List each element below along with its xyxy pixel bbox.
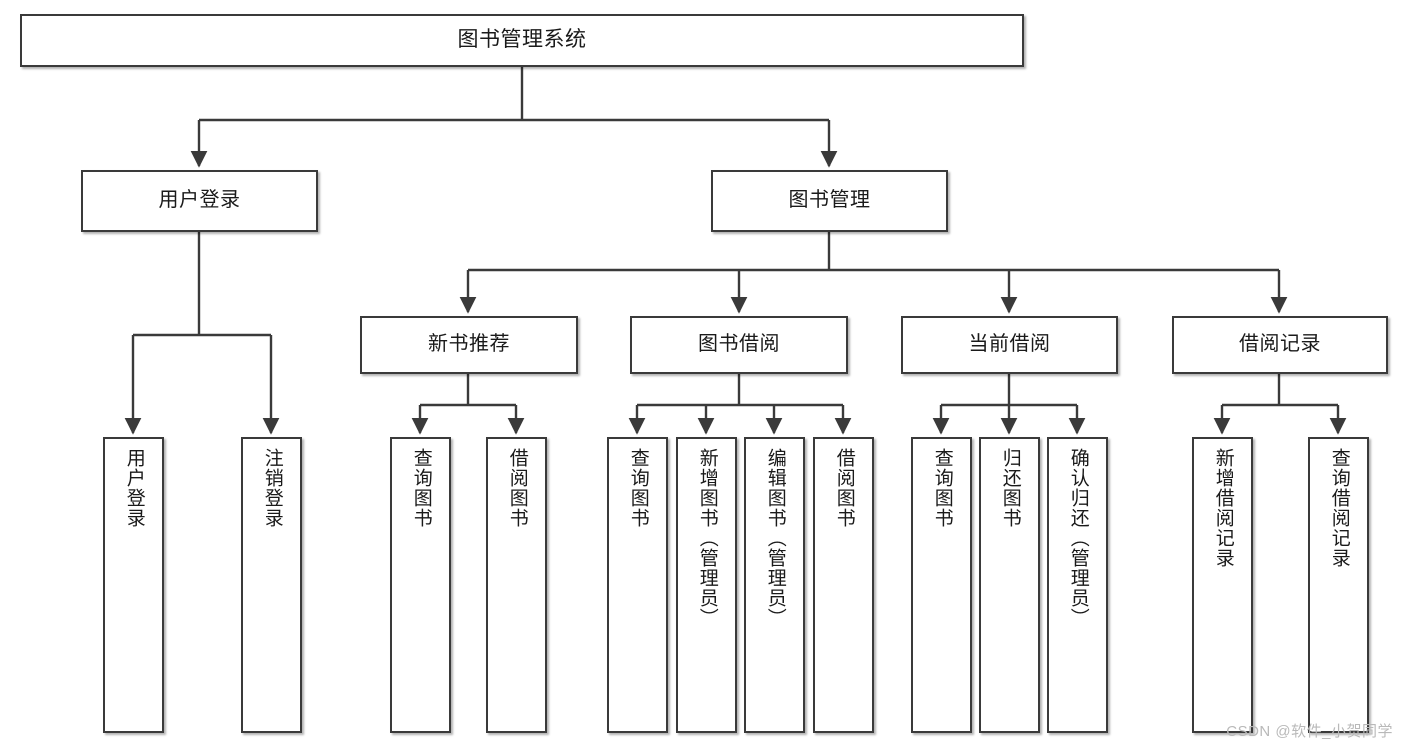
- leaf-edit-book-admin[interactable]: 编辑图书（管理员）: [744, 437, 805, 733]
- node-user-login[interactable]: 用户登录: [81, 170, 318, 232]
- node-label: 归还图书: [999, 448, 1021, 528]
- node-label: 借阅图书: [833, 448, 855, 528]
- csdn-watermark: CSDN @软件_小贺同学: [1226, 723, 1393, 740]
- node-label: 借阅图书: [506, 448, 528, 528]
- node-label: 用户登录: [123, 448, 145, 528]
- node-label: 查询图书: [931, 448, 953, 528]
- leaf-confirm-return-admin[interactable]: 确认归还（管理员）: [1047, 437, 1108, 733]
- node-label: 新书推荐: [428, 333, 510, 356]
- node-label: 借阅记录: [1239, 333, 1321, 356]
- leaf-query-borrow-record[interactable]: 查询借阅记录: [1308, 437, 1369, 733]
- node-label: 确认归还（管理员）: [1067, 448, 1089, 628]
- node-label: 注销登录: [261, 448, 283, 528]
- node-label: 图书管理系统: [457, 28, 587, 52]
- node-book-borrow[interactable]: 图书借阅: [630, 316, 848, 374]
- node-label: 当前借阅: [968, 333, 1051, 356]
- node-book-management[interactable]: 图书管理: [711, 170, 948, 232]
- node-label: 图书借阅: [698, 333, 780, 356]
- node-label: 新增图书（管理员）: [696, 448, 718, 628]
- leaf-user-login[interactable]: 用户登录: [103, 437, 164, 733]
- leaf-borrow-book[interactable]: 借阅图书: [813, 437, 874, 733]
- node-current-borrow[interactable]: 当前借阅: [901, 316, 1118, 374]
- node-label: 查询借阅记录: [1328, 448, 1350, 568]
- leaf-logout-login[interactable]: 注销登录: [241, 437, 302, 733]
- node-new-book-recommend[interactable]: 新书推荐: [360, 316, 578, 374]
- leaf-query-book-borrow[interactable]: 查询图书: [607, 437, 668, 733]
- leaf-borrow-book-recommend[interactable]: 借阅图书: [486, 437, 547, 733]
- node-label: 用户登录: [158, 189, 241, 212]
- leaf-query-book-current[interactable]: 查询图书: [911, 437, 972, 733]
- node-borrow-record[interactable]: 借阅记录: [1172, 316, 1388, 374]
- leaf-add-borrow-record[interactable]: 新增借阅记录: [1192, 437, 1253, 733]
- leaf-return-book[interactable]: 归还图书: [979, 437, 1040, 733]
- node-label: 图书管理: [788, 189, 871, 212]
- leaf-add-book-admin[interactable]: 新增图书（管理员）: [676, 437, 737, 733]
- node-label: 编辑图书（管理员）: [764, 448, 786, 628]
- node-label: 查询图书: [410, 448, 432, 528]
- leaf-query-book-recommend[interactable]: 查询图书: [390, 437, 451, 733]
- node-label: 查询图书: [627, 448, 649, 528]
- node-label: 新增借阅记录: [1212, 448, 1234, 568]
- node-root-book-management-system[interactable]: 图书管理系统: [20, 14, 1024, 67]
